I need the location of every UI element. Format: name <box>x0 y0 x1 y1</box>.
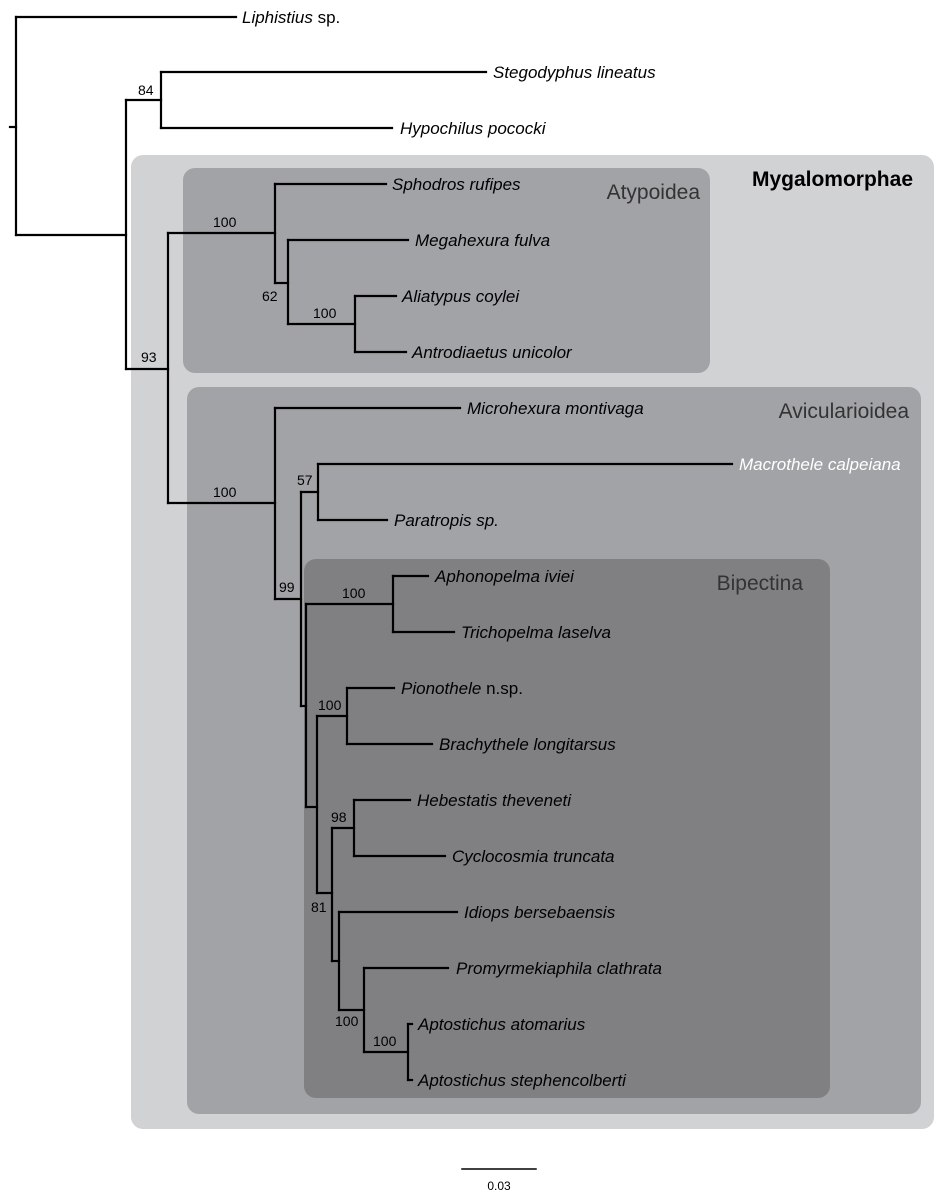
support-avicularioidea: 100 <box>213 484 237 500</box>
taxon-aptostichus-stephencolberti: Aptostichus stephencolberti <box>417 1071 627 1090</box>
taxon-stegodyphus: Stegodyphus lineatus <box>493 63 656 82</box>
support-stegodyphus-hypochilus: 84 <box>138 82 154 98</box>
taxon-pionothele-genus: Pionothele <box>401 679 481 698</box>
support-values: 84 93 100 62 100 100 57 99 100 100 98 81… <box>138 82 397 1049</box>
taxon-trichopelma: Trichopelma laselva <box>461 623 611 642</box>
taxon-hebestatis: Hebestatis theveneti <box>417 791 572 810</box>
scale-bar: 0.03 <box>461 1168 537 1193</box>
support-idiops-group: 81 <box>311 899 327 915</box>
taxon-liphistius-suffix: sp. <box>313 8 340 27</box>
support-mygalomorphae: 93 <box>141 349 157 365</box>
taxon-idiops: Idiops bersebaensis <box>464 903 616 922</box>
support-megahexura-group: 62 <box>262 288 278 304</box>
taxon-cyclocosmia: Cyclocosmia truncata <box>452 847 615 866</box>
taxon-liphistius: Liphistius sp. <box>242 8 340 27</box>
tree-branches <box>8 15 734 1082</box>
atypoidea-box <box>183 168 710 373</box>
taxon-aliatypus: Aliatypus coylei <box>401 287 520 306</box>
atypoidea-label: Atypoidea <box>607 181 701 204</box>
taxon-pionothele: Pionothele n.sp. <box>401 679 523 698</box>
taxon-microhexura: Microhexura montivaga <box>467 399 644 418</box>
taxon-promyrmekiaphila: Promyrmekiaphila clathrata <box>456 959 662 978</box>
taxon-paratropis: Paratropis sp. <box>394 511 499 530</box>
taxon-liphistius-genus: Liphistius <box>242 8 313 27</box>
support-atypoidea: 100 <box>213 214 237 230</box>
taxon-megahexura: Megahexura fulva <box>415 231 550 250</box>
taxon-brachythele: Brachythele longitarsus <box>439 735 616 754</box>
support-aliatypus-antrodiaetus: 100 <box>313 305 337 321</box>
support-bipectina-group: 99 <box>279 579 295 595</box>
support-macrothele-paratropis: 57 <box>297 472 313 488</box>
support-aphonopelma-trichopelma: 100 <box>342 585 366 601</box>
support-promyrmekiaphila-group: 100 <box>335 1013 359 1029</box>
taxon-sphodros: Sphodros rufipes <box>392 175 521 194</box>
avicularioidea-label: Avicularioidea <box>779 400 910 423</box>
bipectina-label: Bipectina <box>717 572 804 595</box>
taxon-antrodiaetus: Antrodiaetus unicolor <box>411 343 573 362</box>
support-hebestatis-cyclocosmia: 98 <box>331 809 347 825</box>
support-pionothele-brachythele: 100 <box>318 697 342 713</box>
taxon-macrothele: Macrothele calpeiana <box>739 455 901 474</box>
taxon-hypochilus: Hypochilus pococki <box>400 119 547 138</box>
taxon-labels: Liphistius sp. Stegodyphus lineatus Hypo… <box>242 8 901 1090</box>
taxon-pionothele-suffix: n.sp. <box>481 679 523 698</box>
scale-bar-label: 0.03 <box>487 1179 511 1193</box>
support-aptostichus: 100 <box>373 1033 397 1049</box>
bipectina-box <box>304 559 830 1098</box>
taxon-aptostichus-atomarius: Aptostichus atomarius <box>417 1015 586 1034</box>
mygalomorphae-label: Mygalomorphae <box>752 168 913 191</box>
taxon-aphonopelma: Aphonopelma iviei <box>434 567 575 586</box>
